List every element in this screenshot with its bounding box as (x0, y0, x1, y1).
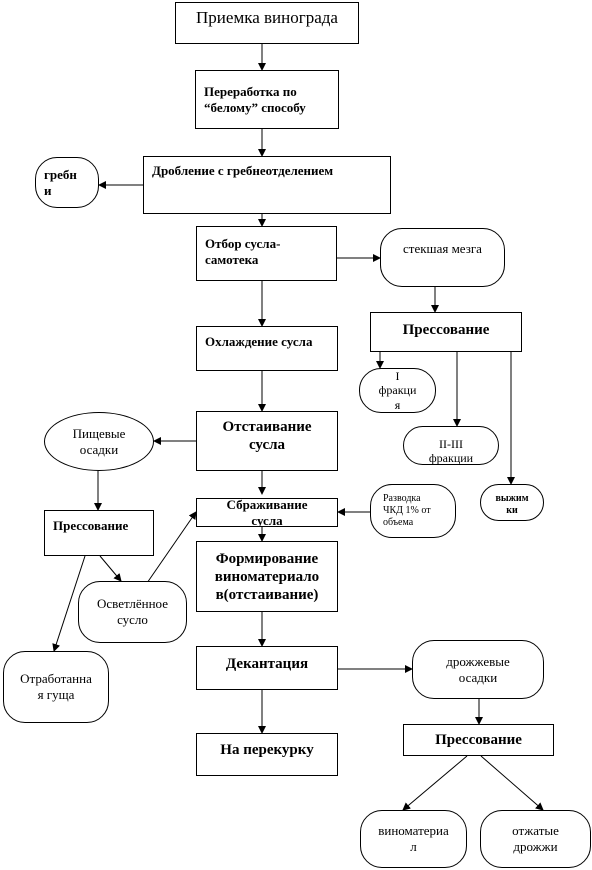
node-wine-material: виноматериа л (360, 810, 467, 868)
node-fraction-2-3: II-III фракции (403, 426, 499, 465)
node-pomace: выжим ки (480, 484, 544, 521)
node-stems: гребн и (35, 157, 99, 208)
node-must-selection: Отбор сусла- самотека (196, 226, 337, 281)
node-pressing-sediments: Прессование (44, 510, 154, 556)
node-formation: Формирование виноматериало в(отстаивание… (196, 541, 338, 612)
node-yeast-culture: Разводка ЧКД 1% от объема (370, 484, 456, 538)
node-food-sediments: Пищевые осадки (44, 412, 154, 471)
node-pressed-yeast: отжатые дрожжи (480, 810, 591, 868)
node-fraction-1: I фракци я (359, 368, 436, 413)
arrow-pressing-to-wine-material (402, 755, 468, 811)
node-crushing: Дробление с гребнеотделением (143, 156, 391, 214)
node-distillation: На перекурку (196, 733, 338, 776)
node-clarified-must: Осветлённое сусло (78, 581, 187, 643)
node-reception: Приемка винограда (175, 2, 359, 44)
arrow-pressing-to-grounds (52, 555, 86, 652)
node-yeast-sediments: дрожжевые осадки (412, 640, 544, 699)
node-decantation: Декантация (196, 646, 338, 690)
arrow-clarified-to-fermentation (146, 511, 197, 584)
node-fermentation: Сбраживание сусла (196, 498, 338, 527)
arrow-pressing-to-pressed-yeast (480, 755, 544, 811)
node-processing: Переработка по “белому” способу (195, 70, 339, 129)
node-pressing-yeast: Прессование (403, 724, 554, 756)
node-cooling: Охлаждение сусла (196, 326, 338, 371)
node-spent-grounds: Отработанна я гуща (3, 651, 109, 723)
node-settling: Отстаивание сусла (196, 411, 338, 471)
node-pressing-pulp: Прессование (370, 312, 522, 352)
arrow-pressing-to-clarified (99, 555, 122, 582)
node-drained-pulp: стекшая мезга (380, 228, 505, 287)
